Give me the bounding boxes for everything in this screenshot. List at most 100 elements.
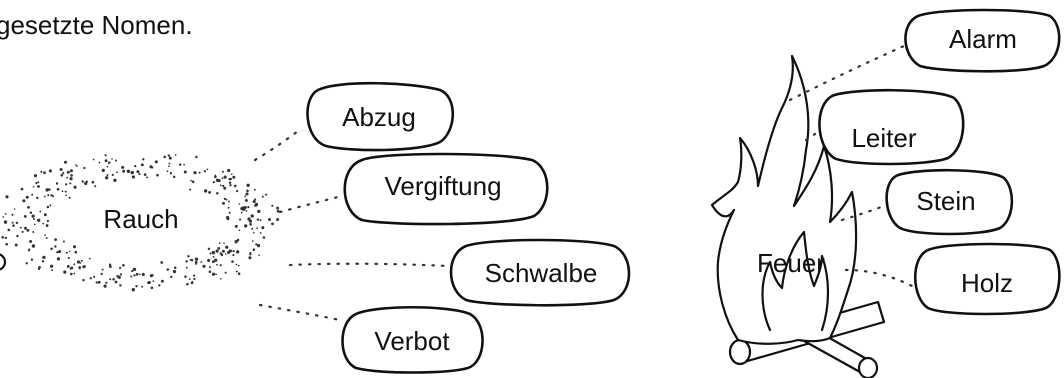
smoke-dot	[68, 196, 71, 199]
smoke-dot	[81, 180, 84, 182]
smoke-dot	[49, 204, 52, 207]
smoke-dot	[122, 169, 126, 173]
smoke-dot	[244, 195, 246, 198]
connector-feuer-holz	[844, 268, 914, 288]
smoke-dot	[132, 267, 137, 272]
smoke-dot	[106, 174, 109, 176]
smoke-dot	[224, 271, 227, 274]
bubble-leiter: Leiter	[818, 88, 965, 166]
smoke-dot	[69, 177, 73, 181]
smoke-dot	[185, 260, 188, 263]
smoke-dot	[211, 272, 216, 276]
smoke-dot	[25, 195, 29, 199]
smoke-dot	[56, 257, 61, 261]
smoke-dot	[131, 288, 135, 292]
smoke-dot	[63, 270, 67, 274]
smoke-dot	[189, 188, 192, 191]
smoke-dot	[31, 214, 35, 218]
smoke-dot	[276, 206, 280, 210]
log-end-2	[857, 356, 879, 378]
smoke-dot	[265, 193, 268, 196]
smoke-dot	[111, 173, 114, 176]
smoke-dot	[20, 226, 22, 229]
smoke-dot	[116, 171, 118, 174]
smoke-dot	[46, 205, 50, 209]
smoke-dot	[166, 268, 170, 271]
smoke-dot	[88, 257, 91, 260]
smoke-dot	[246, 189, 249, 193]
smoke-dot	[138, 273, 141, 276]
smoke-dot	[212, 255, 215, 258]
smoke-dot	[166, 170, 169, 173]
smoke-dot	[83, 166, 86, 170]
smoke-dot	[227, 206, 230, 209]
smoke-dot	[82, 278, 85, 282]
smoke-dot	[97, 280, 101, 284]
smoke-dot	[234, 240, 238, 244]
smoke-dot	[256, 227, 258, 230]
smoke-dot	[104, 154, 107, 157]
bubble-stein: Stein	[885, 168, 1014, 236]
smoke-dot	[193, 274, 196, 277]
smoke-dot	[216, 191, 219, 195]
smoke-dot	[14, 243, 18, 247]
smoke-dot	[27, 206, 30, 209]
smoke-dot	[30, 258, 34, 261]
smoke-dot	[208, 270, 212, 274]
smoke-dot	[221, 170, 224, 173]
smoke-dot	[84, 181, 88, 186]
smoke-dot	[257, 209, 261, 214]
smoke-dot	[62, 171, 65, 175]
smoke-dot	[37, 185, 40, 188]
smoke-dot	[219, 252, 222, 255]
smoke-dot	[160, 279, 164, 283]
smoke-dot	[27, 249, 30, 252]
smoke-dot	[3, 220, 8, 224]
smoke-dot	[100, 272, 103, 276]
smoke-dot	[212, 260, 215, 264]
smoke-dot	[142, 158, 145, 161]
smoke-dot	[62, 240, 65, 243]
smoke-dot	[172, 269, 177, 274]
smoke-dot	[122, 263, 125, 267]
smoke-dot	[228, 211, 231, 214]
smoke-cloud-illustration	[0, 154, 280, 292]
smoke-dot	[24, 226, 27, 230]
smoke-dot	[51, 269, 54, 272]
smoke-dot	[135, 272, 139, 276]
smoke-dot	[183, 163, 185, 166]
smoke-dot	[195, 155, 198, 159]
smoke-dot	[227, 200, 230, 203]
smoke-dot	[135, 285, 138, 288]
smoke-dot	[119, 273, 123, 276]
smoke-dot	[46, 219, 50, 223]
smoke-dot	[16, 234, 19, 238]
smoke-dot	[134, 164, 137, 168]
smoke-dot	[163, 155, 166, 159]
smoke-dot	[261, 195, 264, 198]
smoke-dot	[160, 261, 164, 264]
smoke-dot	[227, 251, 230, 253]
smoke-dot	[33, 223, 36, 226]
smoke-dot	[219, 277, 222, 280]
smoke-dot	[133, 274, 136, 277]
smoke-dot	[114, 159, 117, 162]
smoke-dot	[70, 174, 73, 177]
smoke-dot	[106, 165, 109, 168]
smoke-dot	[232, 175, 236, 179]
smoke-dot	[255, 243, 258, 246]
smoke-dot	[5, 242, 8, 246]
smoke-dot	[173, 266, 177, 270]
smoke-dot	[223, 186, 227, 190]
smoke-dot	[234, 184, 237, 187]
smoke-dot	[95, 281, 98, 284]
smoke-dot	[191, 280, 194, 283]
smoke-dot	[235, 189, 239, 193]
smoke-dot	[187, 255, 190, 258]
smoke-dot	[61, 190, 64, 193]
smoke-dot	[203, 189, 208, 193]
smoke-dot	[37, 218, 41, 222]
smoke-dot	[223, 175, 227, 179]
smoke-dot	[43, 171, 46, 175]
smoke-dot	[101, 268, 104, 271]
